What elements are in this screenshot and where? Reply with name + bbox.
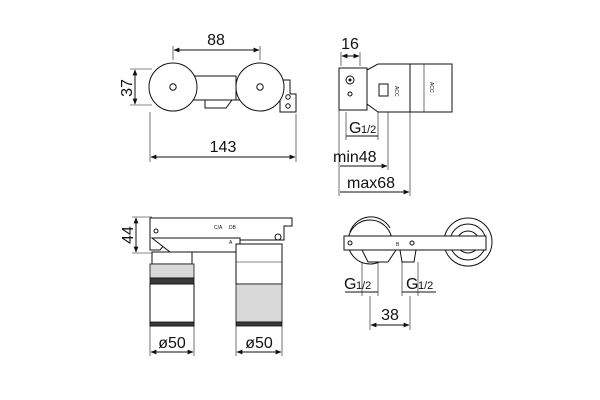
dim-44: 44 — [120, 226, 137, 244]
svg-text:ACC: ACC — [428, 82, 434, 93]
thread-label: G — [349, 120, 361, 137]
dim-143: 143 — [210, 139, 237, 156]
side-view: ACC ACC 16 G 1/2 min48 max68 — [333, 36, 453, 196]
front-view: 88 37 143 — [119, 32, 297, 162]
marking-cold-hot: C/A — [214, 225, 223, 231]
thread-left-label: G — [344, 276, 356, 293]
thread-right-label: G — [406, 276, 418, 293]
marking-a: A — [229, 240, 233, 246]
left-cartridge-ring — [149, 263, 195, 279]
dim-38: 38 — [381, 307, 399, 324]
top-plate — [149, 217, 293, 251]
rear-body — [343, 235, 487, 251]
bracket-screw-top — [285, 94, 291, 100]
dim-min48: min48 — [333, 149, 377, 166]
left-cartridge-band — [149, 277, 195, 285]
left-cartridge-top — [151, 251, 193, 265]
right-cartridge-body — [235, 283, 283, 323]
dim-88: 88 — [207, 32, 225, 49]
marking-b: B — [396, 242, 400, 248]
dim-dia-right: ø50 — [245, 335, 273, 352]
rear-view: B G 1/2 G 1/2 38 — [343, 216, 493, 330]
dim-dia-left: ø50 — [158, 335, 186, 352]
top-body — [150, 237, 241, 253]
dim-37: 37 — [119, 79, 136, 97]
thread-left-fraction: 1/2 — [356, 280, 371, 292]
left-knob-screw — [169, 83, 177, 91]
thread-fraction: 1/2 — [361, 124, 376, 136]
side-knob — [409, 63, 453, 113]
body-marking: ACC — [393, 86, 399, 97]
bracket-screw-bottom — [285, 103, 291, 109]
thread-right-fraction: 1/2 — [418, 280, 433, 292]
right-cartridge-top — [235, 243, 283, 285]
dim-max68: max68 — [347, 175, 395, 192]
marking-db: DB — [229, 225, 237, 231]
left-cartridge-body — [149, 283, 195, 327]
top-view: C/A DB A 44 ø50 ø50 — [120, 216, 293, 356]
dim-16: 16 — [341, 36, 359, 53]
side-plate — [338, 67, 368, 111]
right-knob-screw — [256, 83, 264, 91]
